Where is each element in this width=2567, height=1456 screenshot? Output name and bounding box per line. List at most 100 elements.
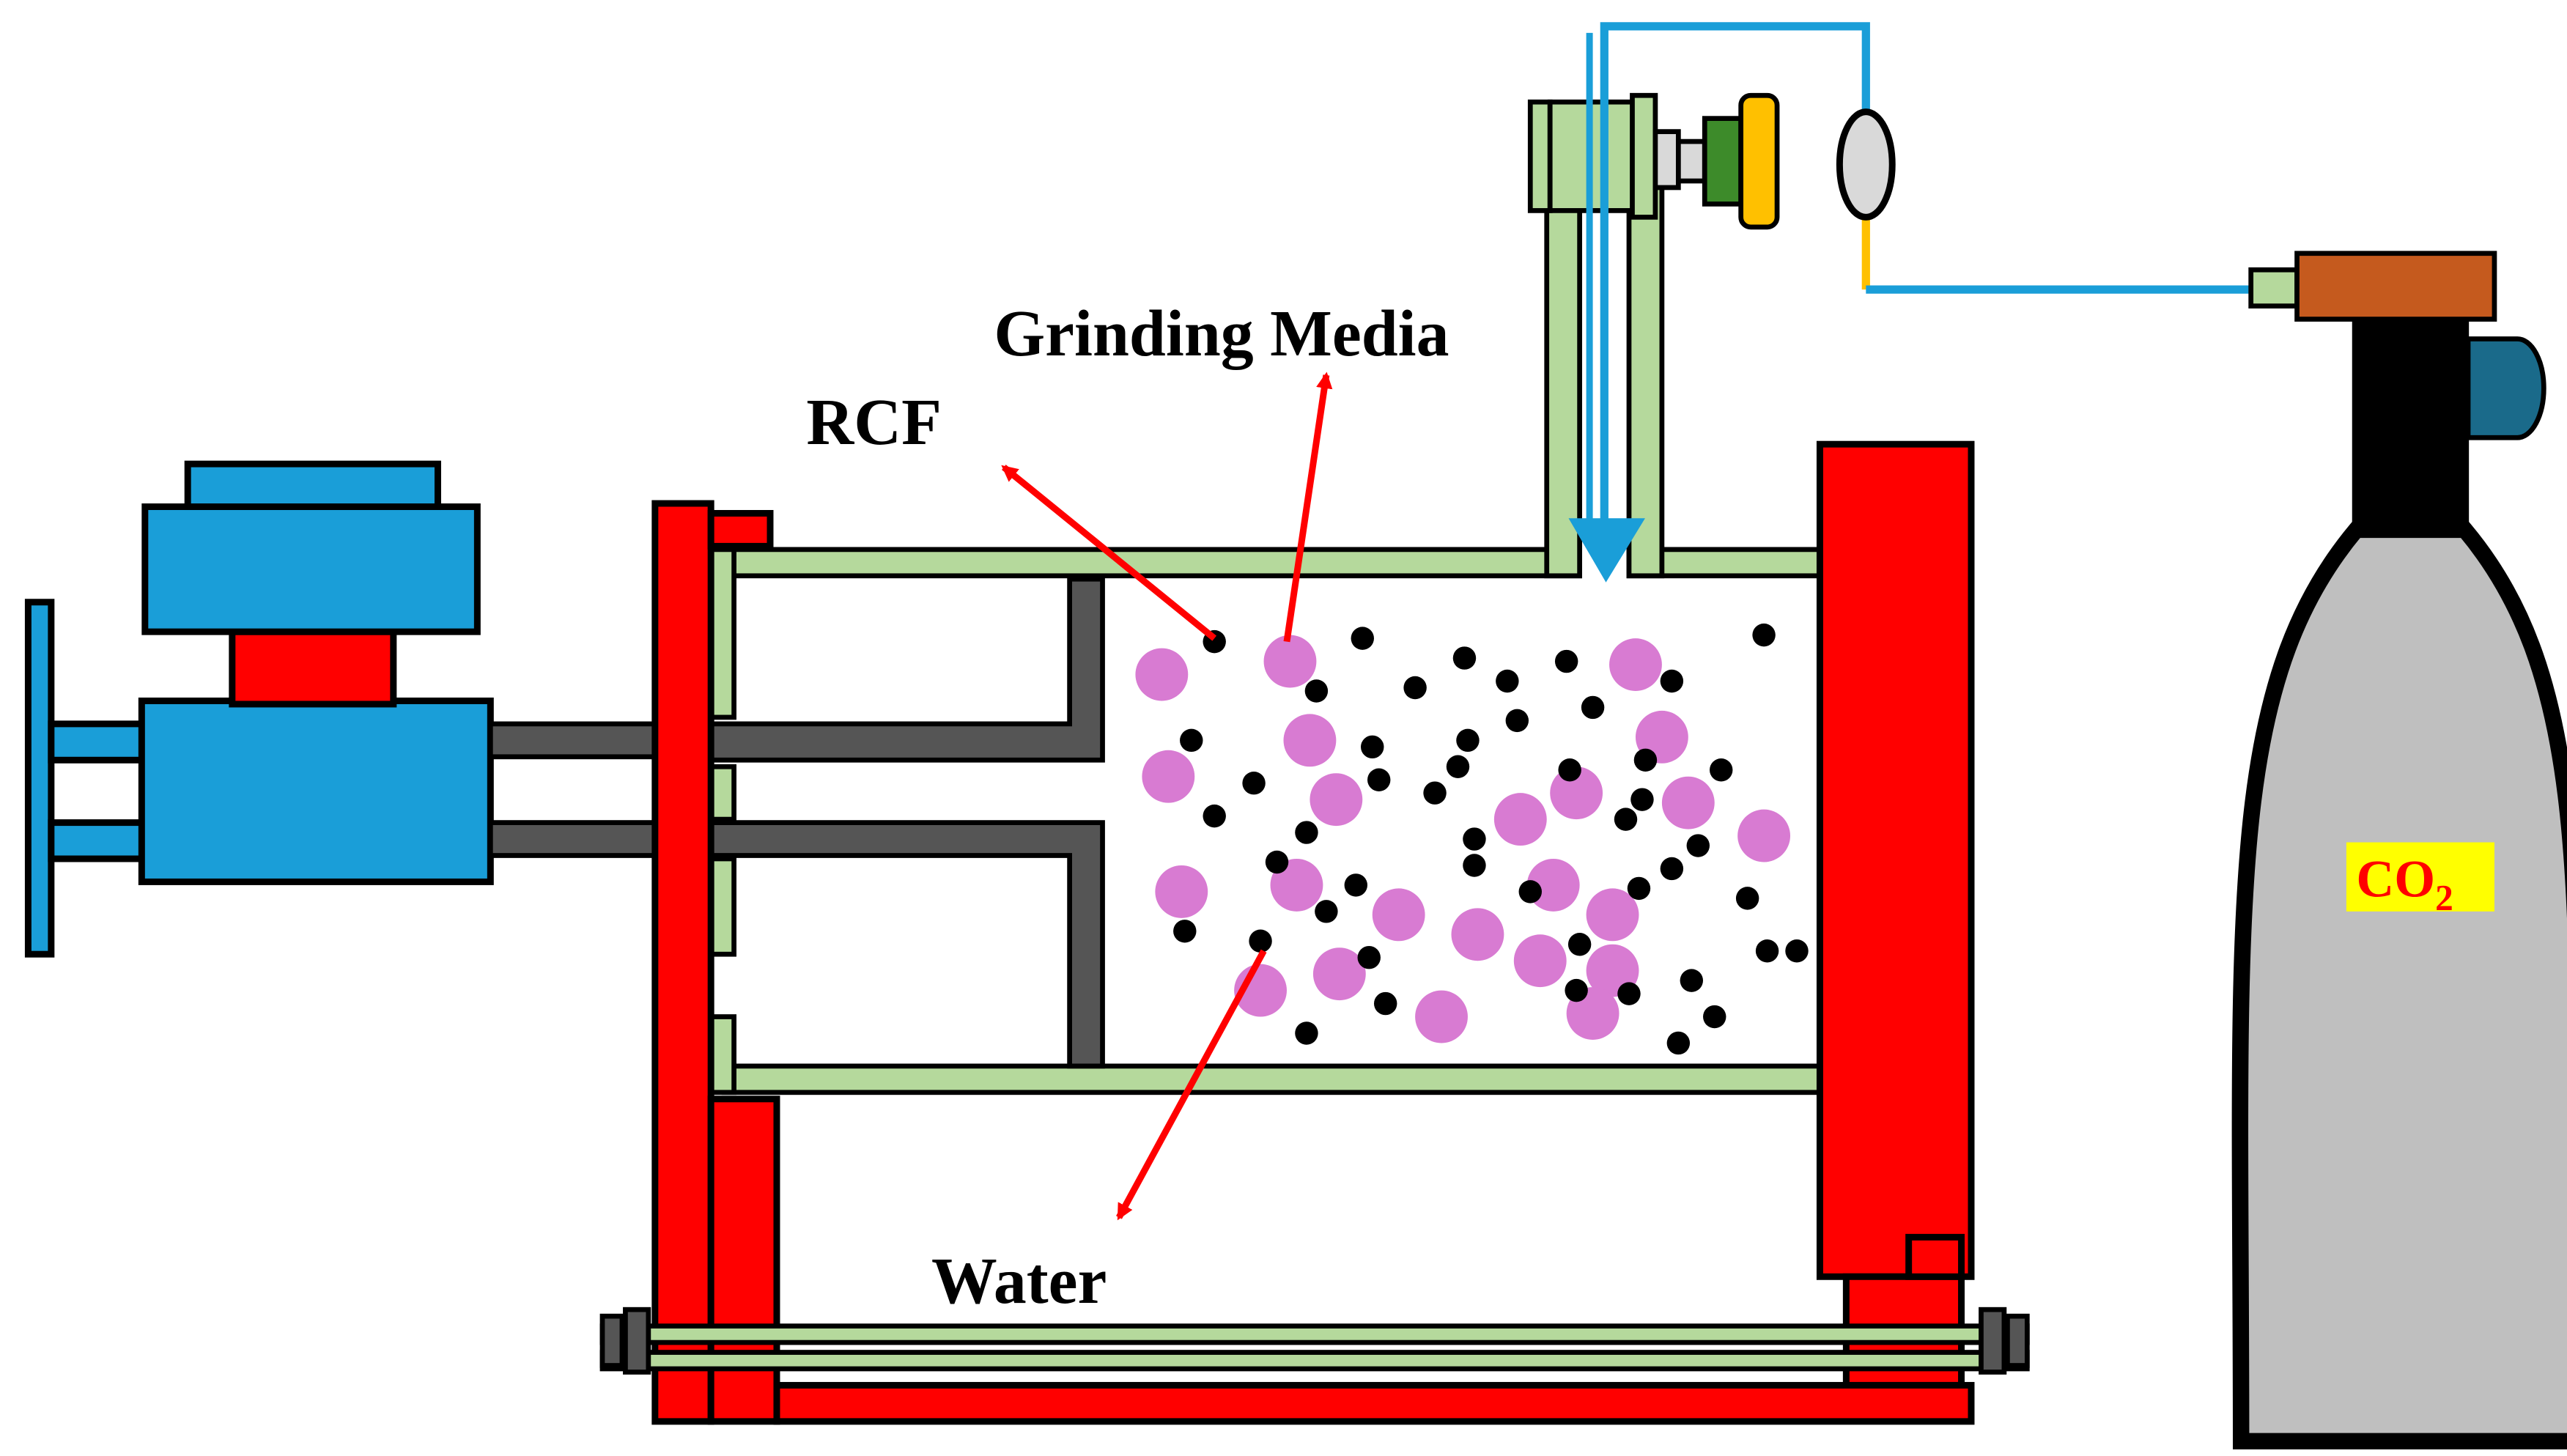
tie-rod-lower — [599, 1350, 2030, 1372]
grinding-media-ball — [1513, 934, 1567, 988]
particle — [1344, 873, 1368, 897]
grinding-media-arrow — [1283, 372, 1333, 643]
particle — [1703, 1005, 1726, 1029]
grinding-media-label: Grinding Media — [994, 298, 1449, 370]
particles — [1173, 623, 1809, 1055]
co2-label-main: CO — [2356, 850, 2435, 909]
particle — [1249, 929, 1272, 953]
motor-base-plate — [24, 599, 55, 958]
particle — [1614, 808, 1638, 831]
particle — [1581, 695, 1605, 720]
particle — [1710, 758, 1733, 782]
particle — [1351, 627, 1374, 650]
particle — [1463, 827, 1486, 851]
particle — [1373, 991, 1397, 1016]
water-arrow — [1116, 949, 1267, 1221]
frame-left-cap — [707, 510, 774, 550]
motor-coupling-lower — [48, 819, 147, 862]
valve-stem — [1675, 138, 1707, 184]
grinding-media-ball — [1263, 635, 1317, 688]
gas-line — [1586, 22, 2258, 543]
particle — [1617, 982, 1641, 1005]
particle — [1203, 804, 1226, 828]
particle — [1660, 669, 1684, 693]
label-arrows — [1001, 372, 1333, 1221]
particle — [1295, 1021, 1318, 1045]
co2-label: CO2 — [2356, 850, 2453, 918]
particle — [1627, 876, 1651, 901]
particle — [1505, 709, 1529, 733]
particle — [1558, 758, 1581, 782]
grinding-media-ball — [1270, 858, 1323, 912]
particle — [1265, 850, 1289, 874]
particle — [1357, 945, 1381, 969]
frame-right-post — [1816, 440, 1975, 1280]
particle — [1463, 854, 1486, 877]
grinding-media-ball — [1142, 750, 1195, 803]
particle — [1680, 969, 1704, 992]
nut-left-1 — [599, 1313, 625, 1368]
cylinder-neck — [2352, 318, 2470, 534]
particle — [1456, 728, 1480, 753]
co2-label-subscript: 2 — [2435, 878, 2453, 918]
particle — [1660, 857, 1684, 881]
rcf-label: RCF — [806, 386, 942, 459]
frame-left-lower-block — [707, 1095, 780, 1425]
frame-bottom-bar — [773, 1381, 1975, 1425]
pressure-gauge-icon — [1836, 108, 1896, 221]
particle — [1567, 933, 1592, 956]
particle — [1752, 623, 1776, 647]
frame-right-notch — [1905, 1233, 1965, 1280]
chamber-walls — [708, 178, 1826, 1095]
cylinder-regulator — [2294, 251, 2497, 322]
rcf-arrow — [1001, 465, 1217, 641]
motor-coupling-upper — [48, 720, 147, 764]
grinding-media-ball — [1372, 888, 1425, 942]
particle — [1315, 900, 1338, 923]
nut-right-1 — [1979, 1307, 2007, 1375]
motor-top-block — [141, 503, 481, 635]
valve-body-gray — [1652, 129, 1681, 191]
chamber-left-wall-3 — [708, 856, 736, 957]
particle — [1242, 771, 1266, 795]
particle — [1565, 978, 1588, 1002]
valve-frame-left — [1527, 99, 1553, 213]
particle — [1686, 834, 1710, 857]
chamber-top-wall-left — [721, 547, 1583, 579]
particle — [1755, 939, 1779, 963]
tie-rod-upper — [599, 1323, 2030, 1345]
inlet-pipe-left — [1544, 178, 1583, 579]
grinding-media-ball — [1155, 865, 1208, 918]
particle — [1180, 728, 1203, 753]
grinding-media-ball — [1451, 908, 1504, 961]
grinding-media-ball — [1609, 638, 1662, 691]
particle — [1423, 781, 1447, 805]
grinding-media-balls — [1135, 635, 1791, 1043]
water-label: Water — [931, 1245, 1107, 1318]
particle — [1367, 768, 1391, 791]
particle — [1518, 880, 1542, 903]
nut-left-2 — [623, 1307, 651, 1375]
particle — [1666, 1031, 1691, 1055]
grinding-media-ball — [1526, 858, 1580, 912]
drive-shafts — [487, 721, 674, 858]
particle — [1630, 788, 1654, 811]
inlet-pipe-right — [1626, 178, 1665, 579]
particle — [1452, 646, 1477, 670]
shaft-upper — [487, 721, 674, 760]
co2-cylinder-icon — [2231, 251, 2567, 1450]
shaft-lower — [487, 820, 674, 858]
grinding-media-ball — [1135, 648, 1189, 701]
chamber-bottom-wall — [721, 1063, 1826, 1095]
motor-icon — [24, 460, 494, 958]
motor-top-cap — [184, 460, 441, 511]
particle — [1361, 735, 1384, 759]
particle — [1173, 920, 1197, 943]
particle — [1735, 887, 1759, 910]
nut-right-2 — [2005, 1313, 2030, 1368]
grinding-media-ball — [1310, 773, 1363, 827]
cylinder-connector — [2248, 267, 2300, 308]
grinding-media-ball — [1661, 776, 1715, 829]
grinding-media-ball — [1312, 947, 1366, 1001]
